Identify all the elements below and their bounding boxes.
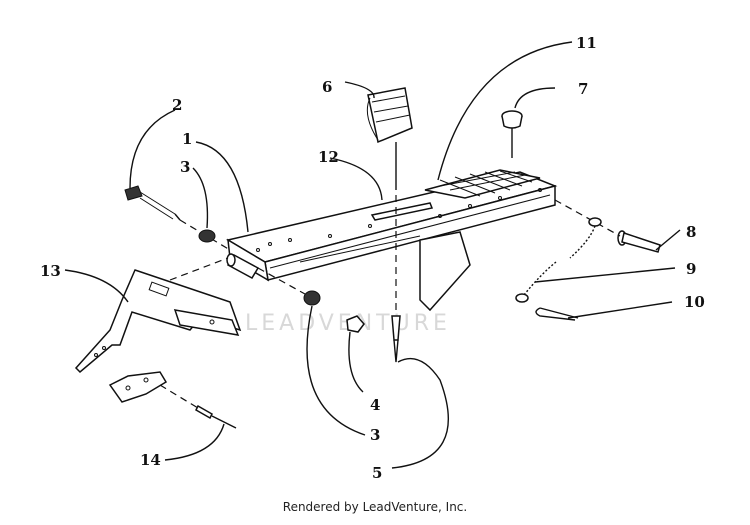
footer-credit: Rendered by LeadVenture, Inc. bbox=[282, 500, 468, 514]
bumper-pad bbox=[366, 87, 413, 144]
callout-8: 8 bbox=[686, 223, 696, 241]
clevis-pin bbox=[617, 230, 661, 253]
callout-3-lower: 3 bbox=[370, 426, 380, 444]
callout-4: 4 bbox=[370, 396, 380, 414]
spacer-bushing-upper bbox=[198, 229, 216, 243]
lanyard-chain bbox=[515, 217, 602, 303]
callout-10: 10 bbox=[684, 293, 705, 311]
bolt bbox=[124, 185, 181, 221]
axis-bracket bbox=[169, 257, 229, 281]
chassis-tunnel bbox=[226, 171, 558, 312]
callout-7: 7 bbox=[578, 80, 588, 98]
grommet bbox=[501, 110, 523, 129]
callout-6: 6 bbox=[322, 78, 332, 96]
tunnel-slot bbox=[370, 202, 434, 221]
bracket bbox=[74, 269, 242, 374]
callout-3-upper: 3 bbox=[180, 158, 190, 176]
hairpin-clip bbox=[535, 307, 579, 321]
leader-lines bbox=[64, 41, 681, 469]
callout-13: 13 bbox=[40, 262, 61, 280]
callout-1: 1 bbox=[182, 130, 192, 148]
callout-9: 9 bbox=[686, 260, 696, 278]
probe-wire bbox=[159, 384, 237, 429]
axis-clevis bbox=[554, 199, 621, 237]
rivet-holes bbox=[256, 188, 542, 252]
callout-2: 2 bbox=[172, 96, 182, 114]
axis-lower bbox=[257, 267, 306, 295]
callout-12: 12 bbox=[318, 148, 339, 166]
tab-plate bbox=[108, 371, 168, 403]
callout-11: 11 bbox=[576, 34, 597, 52]
callout-14: 14 bbox=[140, 451, 161, 469]
watermark-text: LEADVENTURE bbox=[245, 311, 451, 336]
pin bbox=[391, 195, 401, 363]
nut bbox=[346, 315, 365, 333]
callout-5: 5 bbox=[372, 464, 382, 482]
spacer-bushing-lower bbox=[303, 290, 321, 306]
sleeve bbox=[226, 253, 260, 280]
vent-grille bbox=[424, 169, 541, 199]
